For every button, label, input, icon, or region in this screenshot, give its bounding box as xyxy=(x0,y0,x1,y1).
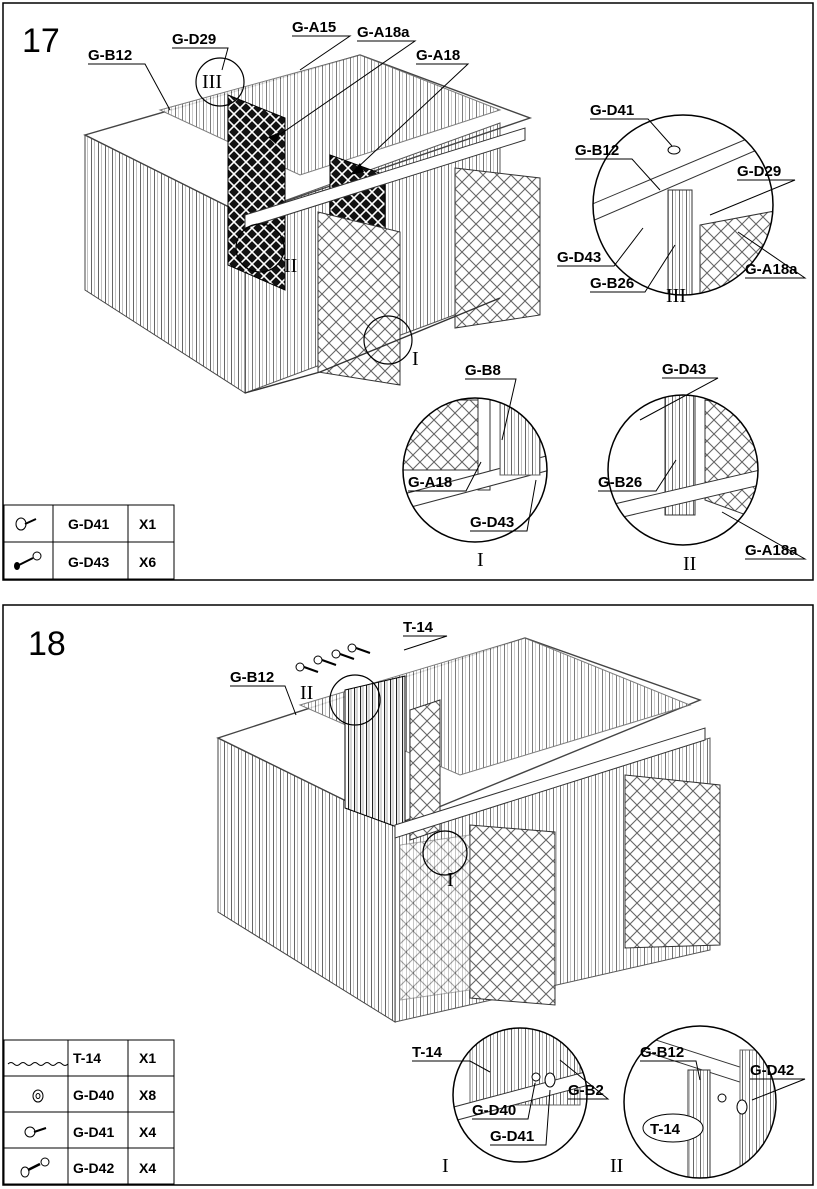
label-t-14: T-14 xyxy=(650,1121,681,1138)
label-g-d29: G-D29 xyxy=(737,163,781,180)
label-g-b12: G-B12 xyxy=(575,142,619,159)
bolt-washer-icon xyxy=(20,1157,50,1178)
label-t-14: T-14 xyxy=(412,1044,443,1061)
callout-g-b12: G-B12 xyxy=(230,669,274,686)
main-marker-I: I xyxy=(412,348,419,370)
step-17-panel: 17 G-B12 G-D29 G-A15 G-A18a G-A18 xyxy=(2,2,814,581)
parts-row-name: T-14 xyxy=(73,1050,101,1066)
marker-circle-I xyxy=(363,315,413,365)
detail-I: G-B8 G-A18 G-D43 I xyxy=(402,362,548,571)
panel-border xyxy=(2,2,814,581)
callout-g-a15: G-A15 xyxy=(292,19,336,36)
main-marker-II: II xyxy=(284,255,297,277)
shed-illustration xyxy=(83,54,541,394)
step-number: 17 xyxy=(22,22,60,60)
callout-g-b12: G-B12 xyxy=(88,47,132,64)
marker-circle-II xyxy=(329,674,381,726)
parts-table: T-14 X1 G-D40 X8 G-D41 X4 G-D42 X4 xyxy=(3,1039,175,1185)
callout-g-a18a: G-A18a xyxy=(357,24,410,41)
callout-g-d29: G-D29 xyxy=(172,31,216,48)
label-g-d41: G-D41 xyxy=(590,102,634,119)
main-callouts: T-14 G-B12 II I xyxy=(230,619,468,891)
detail-roman-I: I xyxy=(442,1155,449,1177)
parts-row-qty: X1 xyxy=(139,516,156,532)
screw-icon xyxy=(544,1072,556,1088)
parts-row-name: G-D41 xyxy=(73,1124,114,1140)
label-g-b2: G-B2 xyxy=(568,1082,604,1099)
panel-border xyxy=(2,604,814,1186)
parts-row-name: G-D43 xyxy=(68,554,109,570)
label-g-d41: G-D41 xyxy=(490,1128,534,1145)
shed-illustration xyxy=(216,637,721,1023)
callout-t-14: T-14 xyxy=(403,619,434,636)
step-number: 18 xyxy=(28,625,66,663)
label-g-d43: G-D43 xyxy=(470,514,514,531)
label-g-b26: G-B26 xyxy=(590,275,634,292)
step-18-panel: 18 T-14 G-B12 xyxy=(2,604,814,1186)
detail-roman-II: II xyxy=(610,1155,623,1177)
detail-I: T-14 G-D40 G-D41 G-B2 I xyxy=(412,1027,610,1177)
parts-row-qty: X6 xyxy=(139,554,156,570)
tape-icon xyxy=(7,1062,69,1066)
detail-III: G-D41 G-B12 G-D29 G-D43 G-B26 G-A18a III xyxy=(557,102,807,307)
parts-row-qty: X1 xyxy=(139,1050,156,1066)
detail-II: G-D43 G-B26 G-A18a II xyxy=(598,361,807,575)
parts-row-name: G-D41 xyxy=(68,516,109,532)
parts-row-qty: X8 xyxy=(139,1087,156,1103)
label-g-a18a: G-A18a xyxy=(745,542,798,559)
label-g-d40: G-D40 xyxy=(472,1102,516,1119)
washer-icon xyxy=(32,1089,44,1103)
label-g-d43: G-D43 xyxy=(662,361,706,378)
label-g-b26: G-B26 xyxy=(598,474,642,491)
bolt-nut-icon xyxy=(14,551,42,570)
parts-row-name: G-D42 xyxy=(73,1160,114,1176)
main-callouts: G-B12 G-D29 G-A15 G-A18a G-A18 III II I xyxy=(88,19,470,370)
label-g-b12: G-B12 xyxy=(640,1044,684,1061)
label-g-a18a: G-A18a xyxy=(745,261,798,278)
t-14-highlight xyxy=(642,1113,704,1143)
label-g-d43: G-D43 xyxy=(557,249,601,266)
bolt-icons xyxy=(295,643,371,673)
parts-row-name: G-D40 xyxy=(73,1087,114,1103)
screw-icon xyxy=(15,517,37,531)
parts-table: G-D41 X1 G-D43 X6 xyxy=(3,504,175,580)
parts-row-qty: X4 xyxy=(139,1160,156,1176)
callout-g-a18: G-A18 xyxy=(416,47,460,64)
washer-icon xyxy=(717,1093,727,1103)
label-g-d42: G-D42 xyxy=(750,1062,794,1079)
screw-icon xyxy=(24,1126,47,1138)
label-g-b8: G-B8 xyxy=(465,362,501,379)
main-marker-III: III xyxy=(202,71,222,93)
parts-row-qty: X4 xyxy=(139,1124,156,1140)
detail-roman-I: I xyxy=(477,549,484,571)
detail-II: G-B12 G-D42 T-14 II xyxy=(610,1025,806,1179)
detail-roman-II: II xyxy=(683,553,696,575)
washer-icon xyxy=(531,1072,541,1082)
bolt-icon xyxy=(736,1099,748,1115)
marker-circle-I xyxy=(422,830,468,876)
marker-circle-II xyxy=(235,223,285,273)
screw-icon xyxy=(667,145,681,155)
label-g-a18: G-A18 xyxy=(408,474,452,491)
main-marker-I: I xyxy=(447,869,454,891)
marker-circle-III xyxy=(195,57,245,107)
detail-roman-III: III xyxy=(666,285,686,307)
main-marker-II: II xyxy=(300,682,313,704)
